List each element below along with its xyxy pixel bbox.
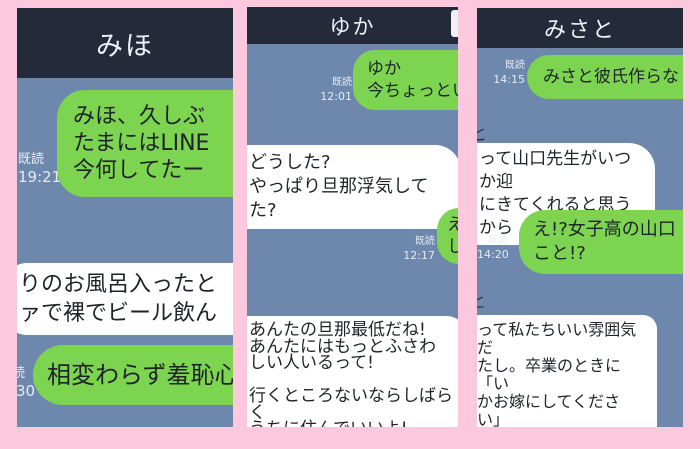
received-message-bubble: りのお風呂入ったと ァで裸でビール飲ん: [17, 263, 233, 335]
read-receipt-block: 既読 12:17: [399, 236, 435, 262]
timestamp: 12:01: [320, 89, 352, 103]
chat-title: ゆか: [329, 14, 376, 39]
chat-title: みほ: [96, 30, 154, 62]
received-message-bubble: どうした? やっぱり旦那浮気してた?: [247, 145, 458, 229]
timestamp-fragment: 30: [17, 382, 36, 401]
sent-message-bubble: 相変わらず羞恥心: [33, 345, 233, 405]
edge-text-fragment: と: [477, 292, 487, 311]
chat-panel-yuka: ゆか ゆか 今ちょっとい 既読 12:01 どうした? やっぱり旦那浮気してた?…: [247, 7, 458, 427]
sent-message-bubble: え!?女子高の山口 こと!?: [519, 210, 683, 274]
read-receipt: 既読: [332, 77, 352, 88]
chat-header: みほ: [17, 8, 233, 78]
read-receipt: 既読: [505, 60, 525, 71]
timestamp: 14:20: [477, 247, 509, 261]
read-receipt: 既読: [18, 152, 45, 167]
chat-title: みさと: [543, 18, 616, 43]
received-message-bubble: あんたの旦那最低だね! あんたにはもっとふさわ しい人いるって! 行くところない…: [247, 316, 458, 427]
read-receipt: 既読: [415, 236, 435, 247]
read-receipt-block: 読 30: [17, 366, 52, 401]
read-receipt-block: 既読 19:21: [18, 152, 64, 187]
sent-message-bubble: みほ、久しぶ たまにはLINE 今何してたー: [57, 90, 233, 197]
read-receipt-block: 既読 12:01: [317, 77, 352, 103]
edge-text-fragment: と: [477, 125, 487, 145]
chat-panel-misato: みさと みさと彼氏作らな 既読 14:15 と って山口先生がいつか迎 にきてく…: [477, 8, 683, 427]
timestamp: 14:15: [493, 72, 525, 86]
timestamp: 19:21: [18, 168, 62, 187]
chat-panel-miho: みほ みほ、久しぶ たまにはLINE 今何してたー 既読 19:21 りのお風呂…: [17, 8, 233, 427]
read-receipt: 既読: [488, 235, 508, 246]
received-message-bubble: って私たちいい雰囲気だ たし。卒業のときに「い かお嫁にしてください」 て言った…: [477, 315, 657, 427]
sent-message-bubble: え し: [437, 208, 458, 264]
sent-message-bubble: ゆか 今ちょっとい: [353, 50, 458, 110]
chat-header: みさと: [477, 8, 683, 48]
chat-header: ゆか: [247, 7, 458, 44]
read-receipt-block: 既読 14:15: [492, 60, 525, 86]
cropped-header-button: [451, 10, 458, 37]
read-receipt-block: 既読 14:20: [477, 235, 509, 261]
read-receipt-fragment: 読: [17, 366, 26, 381]
sent-message-bubble: みさと彼氏作らな: [527, 55, 683, 99]
timestamp: 12:17: [403, 248, 435, 262]
